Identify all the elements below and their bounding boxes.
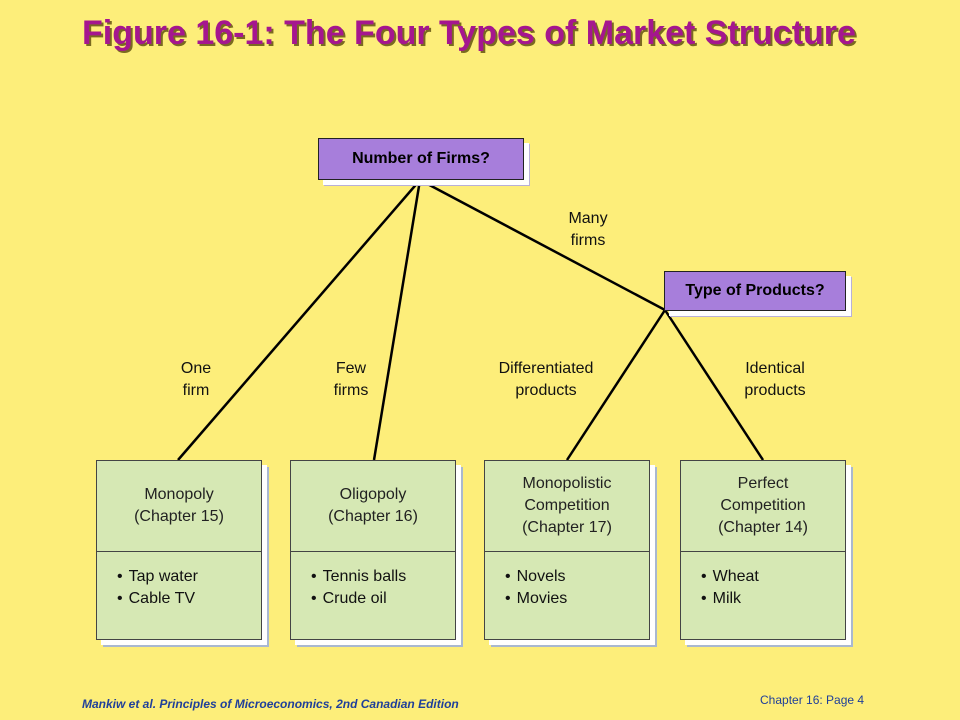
- market-name-line: Monopoly: [144, 486, 214, 503]
- connector-identical: [663, 309, 765, 461]
- example-item: Novels: [505, 566, 567, 588]
- example-item: Cable TV: [117, 588, 198, 610]
- market-name-line: (Chapter 14): [718, 519, 808, 536]
- market-name-line: (Chapter 16): [328, 508, 418, 525]
- example-item: Crude oil: [311, 588, 406, 610]
- market-card-oligopoly: Oligopoly (Chapter 16) Tennis balls Crud…: [290, 460, 456, 640]
- market-name: Monopolistic Competition (Chapter 17): [485, 461, 649, 552]
- market-name: Oligopoly (Chapter 16): [291, 461, 455, 552]
- example-item: Movies: [505, 588, 568, 610]
- type-of-products-node: Type of Products?: [664, 271, 846, 311]
- branch-label-identical: Identical products: [744, 360, 806, 399]
- connector-many-firms: [419, 178, 666, 312]
- example-item: Tennis balls: [311, 566, 407, 588]
- connector-few-firms: [372, 179, 422, 461]
- market-name-line: Competition: [524, 497, 610, 514]
- page-number: Chapter 16: Page 4: [760, 693, 865, 707]
- market-name-line: Perfect: [737, 475, 789, 492]
- example-item: Milk: [701, 588, 759, 610]
- market-card-monopoly: Monopoly (Chapter 15) Tap water Cable TV: [96, 460, 262, 640]
- market-name-line: Oligopoly: [339, 486, 407, 503]
- example-item: Wheat: [701, 566, 759, 588]
- market-card-perfect-competition: Perfect Competition (Chapter 14) Wheat M…: [680, 460, 846, 640]
- type-of-products-label: Type of Products?: [685, 282, 825, 299]
- citation: Mankiw et al. Principles of Microeconomi…: [82, 697, 459, 711]
- connector-differentiated: [565, 309, 667, 461]
- example-list: Tennis balls Crude oil: [311, 566, 407, 610]
- example-item: Tap water: [117, 566, 198, 588]
- example-list: Wheat Milk: [701, 566, 759, 610]
- branch-label-one-firm: One firm: [180, 360, 212, 399]
- branch-label-many-firms: Many firms: [568, 210, 608, 249]
- branch-label-differentiated: Differentiated products: [498, 360, 594, 399]
- number-of-firms-node: Number of Firms?: [318, 138, 524, 180]
- number-of-firms-label: Number of Firms?: [352, 150, 490, 167]
- market-name-line: (Chapter 17): [522, 519, 612, 536]
- market-name-line: Monopolistic: [522, 475, 612, 492]
- market-name-line: Competition: [720, 497, 806, 514]
- market-name-line: (Chapter 15): [134, 508, 224, 525]
- market-name: Monopoly (Chapter 15): [97, 461, 261, 552]
- connector-one-firm: [177, 179, 421, 461]
- market-card-monopolistic-competition: Monopolistic Competition (Chapter 17) No…: [484, 460, 650, 640]
- example-list: Tap water Cable TV: [117, 566, 198, 610]
- page-title: Figure 16-1: The Four Types of Market St…: [82, 14, 856, 52]
- branch-label-few-firms: Few firms: [333, 360, 369, 399]
- example-list: Novels Movies: [505, 566, 568, 610]
- market-name: Perfect Competition (Chapter 14): [681, 461, 845, 552]
